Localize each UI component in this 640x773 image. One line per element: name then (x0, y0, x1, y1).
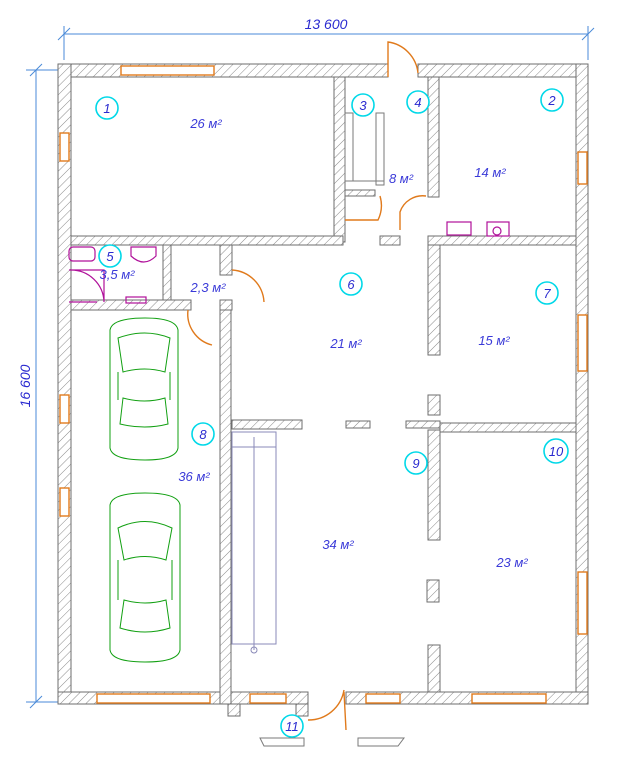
room-marker-9: 9 (404, 451, 428, 475)
svg-text:8: 8 (199, 427, 207, 442)
room-marker-5: 5 (98, 244, 122, 268)
windows (59, 65, 588, 704)
area-labels: 26 м² 14 м² 8 м² 3,5 м² 2,3 м² 21 м² 15 … (100, 116, 529, 570)
room-marker-11: 11 (280, 714, 304, 738)
area-label-room-1: 26 м² (189, 116, 222, 131)
svg-text:3: 3 (359, 98, 367, 113)
car-bottom (109, 492, 181, 663)
area-label-room-7: 15 м² (478, 333, 510, 348)
shelving (344, 112, 385, 186)
svg-text:5: 5 (106, 249, 114, 264)
height-dimension-label: 16 600 (17, 364, 33, 407)
area-label-room-3: 8 м² (389, 171, 414, 186)
walls (57, 63, 589, 717)
heater-icon (486, 221, 510, 237)
svg-text:2: 2 (547, 93, 556, 108)
svg-text:11: 11 (285, 719, 299, 734)
room-marker-8: 8 (191, 422, 215, 446)
doors (187, 41, 427, 731)
area-label-room-5: 3,5 м² (100, 267, 136, 282)
room-markers: 1 2 3 4 5 6 7 8 9 10 11 (95, 88, 569, 738)
car-top (109, 317, 179, 461)
fixtures (68, 221, 510, 304)
area-label-hall: 2,3 м² (190, 280, 227, 295)
area-label-room-6: 21 м² (329, 336, 362, 351)
area-label-room-10: 23 м² (495, 555, 528, 570)
svg-text:10: 10 (549, 444, 564, 459)
svg-text:9: 9 (412, 456, 419, 471)
area-label-room-8: 36 м² (178, 469, 210, 484)
entrance-steps (259, 737, 405, 747)
svg-text:6: 6 (347, 277, 355, 292)
width-dimension: 13 600 (57, 16, 595, 60)
room-marker-10: 10 (543, 438, 569, 464)
width-dimension-label: 13 600 (305, 16, 348, 32)
height-dimension: 16 600 (17, 63, 60, 709)
shower-icon (69, 269, 105, 303)
room-marker-3: 3 (351, 93, 375, 117)
svg-text:1: 1 (103, 101, 110, 116)
sink-icon (130, 246, 157, 263)
toilet-icon (125, 296, 147, 304)
room-marker-4: 4 (406, 90, 430, 114)
bathtub-icon (68, 246, 96, 262)
svg-text:7: 7 (543, 286, 551, 301)
staircase (231, 431, 277, 654)
room-marker-7: 7 (535, 281, 559, 305)
room-marker-1: 1 (95, 96, 119, 120)
area-label-room-9: 34 м² (322, 537, 354, 552)
area-label-room-2: 14 м² (474, 165, 506, 180)
svg-text:4: 4 (414, 95, 421, 110)
boiler-icon (446, 221, 472, 236)
room-marker-6: 6 (339, 272, 363, 296)
room-marker-2: 2 (540, 88, 564, 112)
